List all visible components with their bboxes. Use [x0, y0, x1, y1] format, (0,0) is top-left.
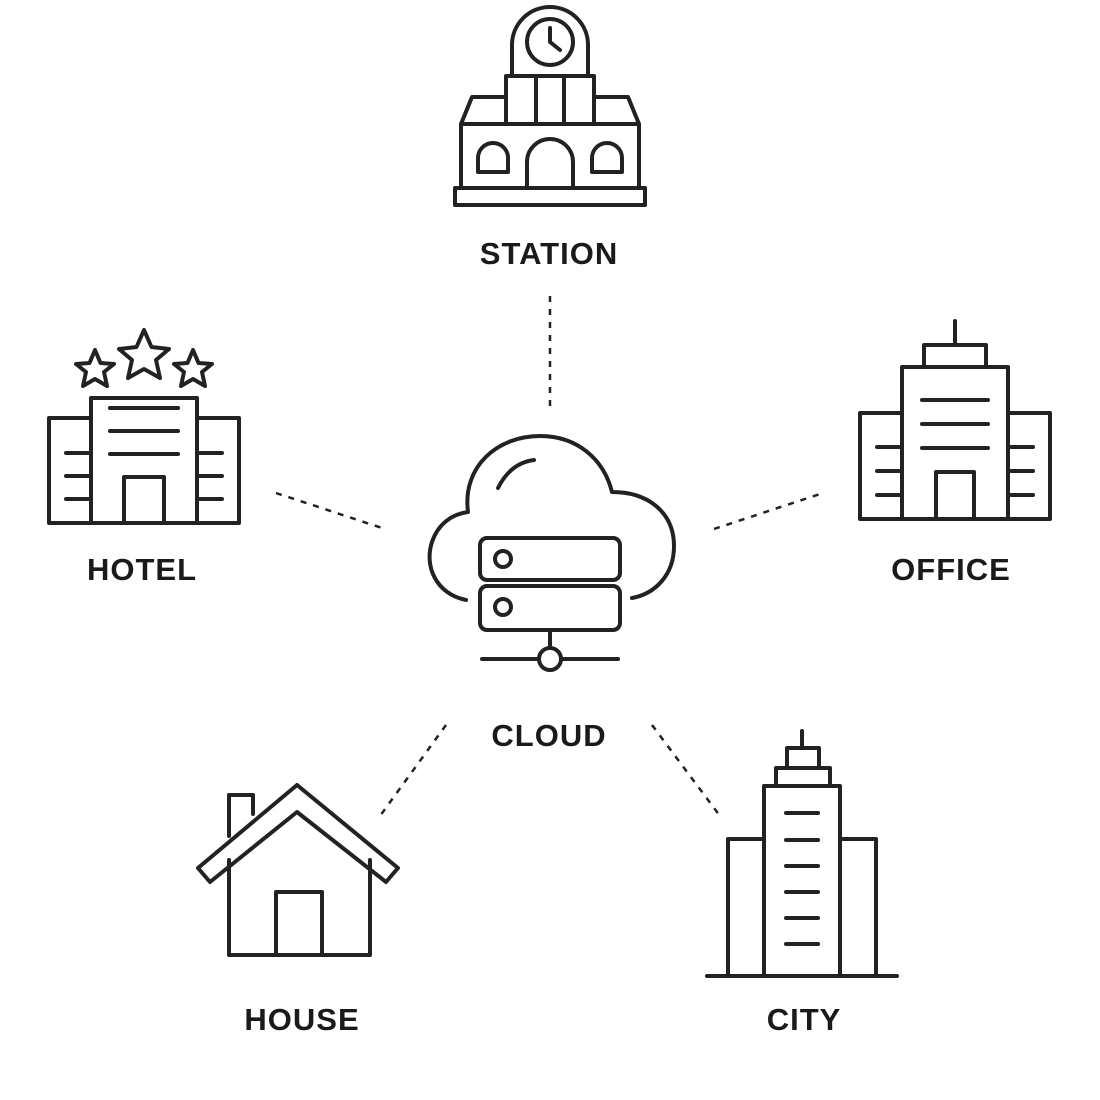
- city-skyscraper-icon: [705, 729, 899, 978]
- city-label: CITY: [767, 1002, 842, 1037]
- connectors: [275, 296, 824, 817]
- house-icon: [196, 783, 400, 957]
- cloud-label: CLOUD: [491, 718, 606, 753]
- office-label: OFFICE: [891, 552, 1011, 587]
- train-station-icon: [453, 5, 647, 207]
- hotel-label: HOTEL: [87, 552, 197, 587]
- office-building-icon: [858, 319, 1052, 521]
- connector-house: [378, 724, 448, 817]
- station-label: STATION: [480, 236, 618, 271]
- connector-city: [650, 724, 722, 817]
- connector-office: [713, 491, 824, 531]
- cloud-server-icon: [427, 434, 676, 672]
- connector-hotel: [275, 491, 386, 531]
- hotel-icon: [47, 328, 241, 525]
- house-label: HOUSE: [244, 1002, 359, 1037]
